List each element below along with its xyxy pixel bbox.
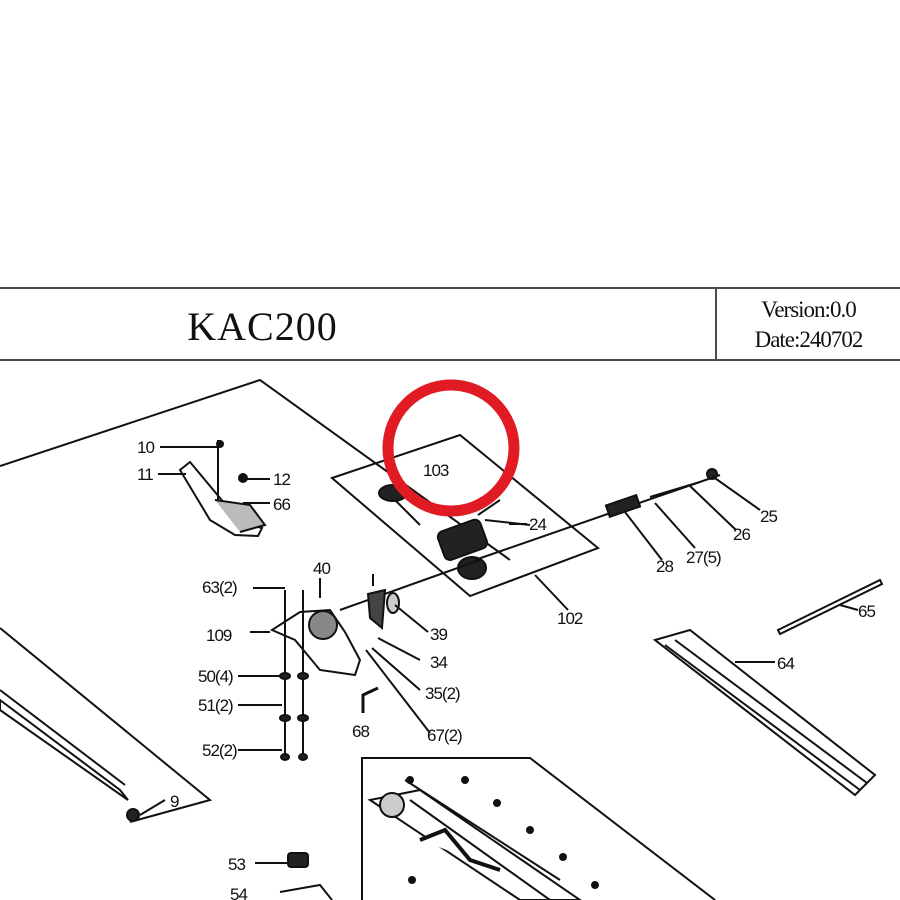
callout-24: 24 bbox=[529, 515, 546, 534]
callout-63: 63(2) bbox=[202, 578, 237, 597]
gearbox-assembly-frame bbox=[330, 433, 600, 598]
highlight-circle bbox=[382, 379, 520, 517]
callout-54: 54 bbox=[230, 885, 247, 900]
title-block: KAC200 Version:0.0 Date:240702 bbox=[0, 287, 900, 361]
callout-51: 51(2) bbox=[198, 696, 233, 715]
callout-53: 53 bbox=[228, 855, 245, 874]
callout-40: 40 bbox=[313, 559, 330, 578]
callout-27: 27(5) bbox=[686, 548, 721, 567]
version-box: Version:0.0 Date:240702 bbox=[717, 289, 900, 359]
left-assembly-outline-lower bbox=[0, 627, 213, 823]
callout-65: 65 bbox=[858, 602, 875, 621]
part-109-housing bbox=[250, 559, 481, 677]
part-53-clip bbox=[255, 852, 333, 900]
callout-67: 67(2) bbox=[427, 726, 462, 745]
title-divider bbox=[715, 289, 717, 359]
screw-stack bbox=[238, 587, 309, 761]
blade-assembly-frame bbox=[361, 757, 716, 900]
part-65-rod bbox=[776, 578, 884, 636]
callout-66: 66 bbox=[273, 495, 290, 514]
callout-35: 35(2) bbox=[425, 684, 460, 703]
callout-28: 28 bbox=[656, 557, 673, 576]
callout-26: 26 bbox=[733, 525, 750, 544]
callout-50: 50(4) bbox=[198, 667, 233, 686]
callout-64: 64 bbox=[777, 654, 794, 673]
part-68-pin bbox=[361, 686, 379, 713]
callout-12: 12 bbox=[273, 470, 290, 489]
callout-25: 25 bbox=[760, 507, 777, 526]
part-11-handle bbox=[178, 440, 267, 538]
version-text: Version:0.0 bbox=[761, 297, 856, 322]
callout-9: 9 bbox=[170, 792, 179, 811]
part-64-bar bbox=[652, 628, 877, 797]
blade-assembly bbox=[367, 776, 599, 900]
part-9-tube bbox=[0, 689, 166, 822]
left-assembly-outline bbox=[0, 378, 511, 561]
callout-39: 39 bbox=[430, 625, 447, 644]
callout-102: 102 bbox=[557, 609, 583, 628]
model-name: KAC200 bbox=[187, 304, 338, 349]
callout-103: 103 bbox=[423, 461, 449, 480]
callout-34: 34 bbox=[430, 653, 447, 672]
callout-52: 52(2) bbox=[202, 741, 237, 760]
callout-109: 109 bbox=[206, 626, 232, 645]
date-text: Date:240702 bbox=[754, 327, 864, 352]
callout-11: 11 bbox=[137, 465, 153, 484]
part-28-spring bbox=[474, 468, 721, 561]
part-103-cluster bbox=[378, 484, 531, 580]
callout-10: 10 bbox=[137, 438, 154, 457]
callout-68: 68 bbox=[352, 722, 369, 741]
